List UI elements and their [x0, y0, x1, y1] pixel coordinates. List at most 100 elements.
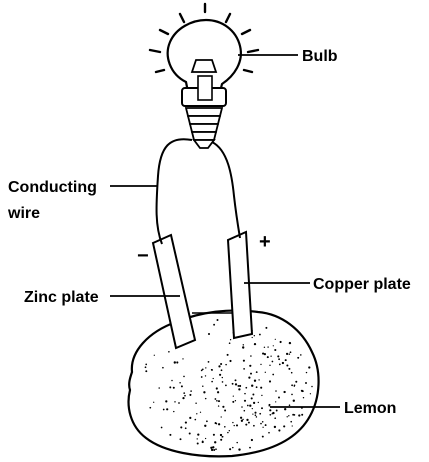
lemon-texture-dot — [255, 386, 258, 389]
lemon-texture-dot — [145, 370, 148, 373]
lemon — [127, 309, 320, 458]
lemon-texture-dot — [238, 388, 241, 391]
lemon-texture-dot — [244, 392, 246, 395]
lemon-texture-dot — [220, 362, 223, 366]
conducting-wire-label-line1: Conducting — [8, 179, 97, 196]
lemon-texture-dot — [172, 386, 175, 389]
lemon-texture-dot — [254, 411, 257, 414]
lemon-texture-dot — [232, 400, 235, 403]
lemon-texture-dot — [149, 406, 152, 409]
lemon-texture-dot — [236, 441, 238, 444]
lemon-outline — [127, 309, 320, 458]
lemon-texture-dot — [184, 421, 187, 424]
lemon-texture-dot — [243, 399, 247, 402]
lemon-texture-dot — [261, 435, 264, 438]
lemon-texture-dot — [210, 448, 214, 452]
lemon-texture-dot — [226, 353, 229, 356]
lemon-texture-dot — [213, 323, 216, 326]
lemon-texture-dot — [291, 393, 293, 396]
lemon-texture-dot — [232, 446, 234, 449]
lemon-texture-dot — [253, 424, 255, 427]
lemon-texture-dot — [153, 354, 155, 356]
lemon-texture-dot — [200, 369, 203, 372]
lemon-texture-dot — [283, 425, 286, 428]
lemon-texture-dot — [145, 363, 148, 366]
lemon-texture-dot — [260, 422, 262, 425]
lemon-texture-dot — [298, 414, 301, 417]
lemon-texture-dot — [260, 363, 262, 366]
lemon-texture-dot — [278, 358, 280, 361]
lemon-texture-dot — [220, 369, 223, 372]
lemon-texture-dot — [264, 424, 267, 427]
bulb-screw-base — [184, 107, 224, 149]
lemon-texture-dot — [239, 384, 242, 388]
lemon-texture-dot — [285, 352, 289, 356]
lemon-texture-dot — [169, 386, 172, 389]
wire-to-copper — [211, 141, 241, 239]
lemon-texture-dot — [246, 404, 249, 407]
lemon-texture-dot — [283, 390, 286, 394]
lemon-texture-dot — [301, 413, 304, 416]
lemon-texture-dot — [250, 397, 253, 400]
lemon-texture-dot — [252, 401, 256, 405]
lemon-texture-dot — [262, 352, 265, 355]
lemon-texture-dot — [235, 424, 239, 427]
lemon-texture-dot — [240, 419, 244, 422]
lemon-texture-dot — [180, 426, 183, 429]
lemon-texture-dot — [217, 400, 221, 403]
lemon-texture-dot — [204, 397, 207, 400]
lemon-texture-dot — [194, 418, 197, 421]
lemon-texture-dot — [305, 382, 307, 384]
lemon-texture-dot — [284, 408, 287, 411]
lemon-texture-dot — [197, 433, 200, 436]
lemon-texture-dot — [232, 395, 234, 397]
lemon-texture-dot — [183, 375, 185, 378]
lemon-texture-dot — [169, 433, 172, 436]
lemon-texture-dot — [196, 413, 198, 415]
lemon-texture-dot — [204, 437, 207, 440]
lemon-texture-dot — [251, 384, 254, 387]
zinc-plate-shape — [151, 233, 197, 350]
lemon-texture-dot — [199, 411, 202, 413]
lemon-texture-dot — [242, 344, 245, 346]
zinc-plate-label: Zinc plate — [24, 289, 99, 306]
lemon-texture-dot — [179, 438, 182, 441]
copper-plate-label: Copper plate — [313, 276, 411, 293]
lemon-texture-dot — [255, 371, 258, 374]
lemon-texture-dot — [302, 390, 304, 392]
leader-lines — [110, 54, 340, 408]
lemon-texture-dot — [277, 355, 280, 358]
lemon-texture-dot — [220, 438, 223, 441]
lemon-texture-dot — [144, 366, 147, 369]
lemon-texture-dot — [279, 340, 282, 344]
lemon-texture-dot — [225, 384, 227, 387]
lemon-texture-dot — [184, 427, 187, 430]
lemon-texture-dot — [162, 366, 164, 369]
lemon-texture-dot — [261, 394, 263, 397]
lemon-texture-dot — [207, 332, 211, 336]
lemon-texture-dot — [229, 339, 232, 341]
lemon-texture-dot — [188, 432, 191, 435]
lemon-texture-dot — [229, 448, 232, 451]
lemon-texture-dot — [204, 375, 207, 377]
lemon-texture-dot — [206, 420, 208, 423]
bulb-glass — [166, 18, 242, 94]
lemon-texture-dot — [221, 436, 223, 438]
lemon-texture-dot — [295, 380, 298, 383]
lemon-texture-dot — [255, 416, 258, 418]
lemon-texture-dot — [153, 401, 155, 403]
bulb — [148, 2, 260, 149]
lemon-texture-dot — [224, 426, 226, 428]
lemon-texture-dot — [205, 367, 207, 369]
lemon-texture-dot — [234, 383, 238, 386]
lemon-texture-dot — [216, 319, 219, 321]
lemon-texture-dot — [268, 380, 272, 383]
lemon-texture-dot — [300, 354, 302, 356]
lemon-texture-dot — [204, 424, 207, 427]
lemon-texture-dot — [278, 396, 280, 399]
lemon-texture-dot — [264, 371, 266, 373]
lemon-texture-dot — [253, 379, 257, 382]
lemon-texture-dot — [228, 430, 230, 432]
lemon-texture-dot — [173, 361, 176, 364]
